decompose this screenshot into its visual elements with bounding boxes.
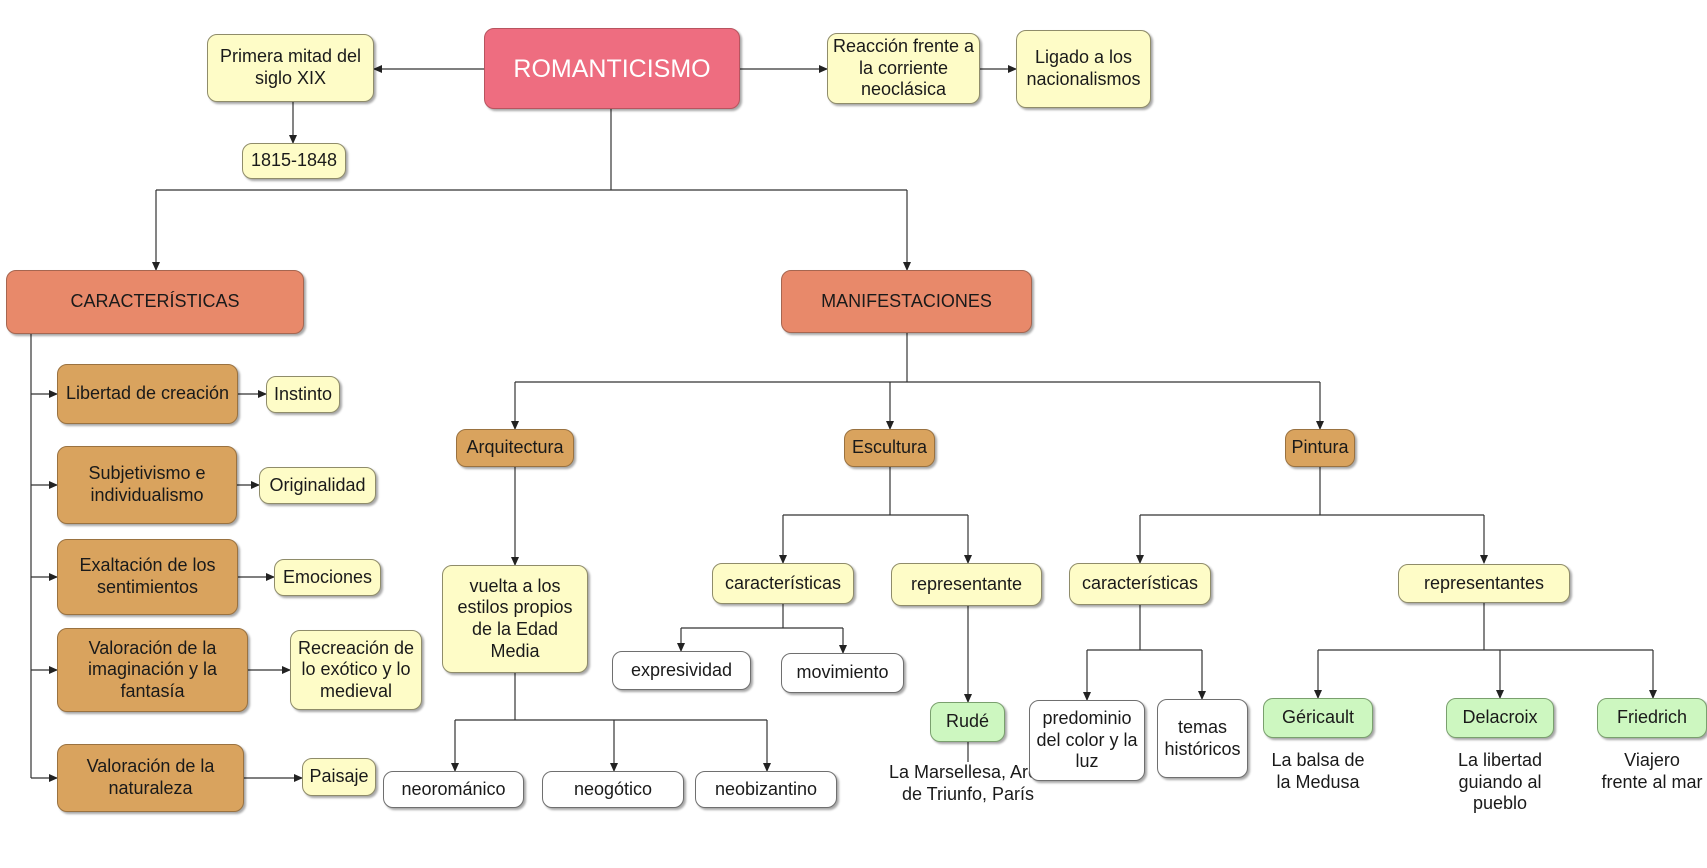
artist-node: Delacroix <box>1446 698 1554 738</box>
artwork-text: La Marsellesa, Arco de Triunfo, París <box>888 762 1048 804</box>
trait-node: Libertad de creación <box>57 364 238 424</box>
escultura-trait-node: expresividad <box>612 651 751 690</box>
reaction-node: Reacción frente a la corriente neoclásic… <box>827 33 980 104</box>
nationalism-node: Ligado a los nacionalismos <box>1016 30 1151 108</box>
artwork-text: La libertad guiando al pueblo <box>1457 750 1543 814</box>
trait-detail-node: Emociones <box>274 559 381 596</box>
escultura-trait-node: movimiento <box>781 653 904 693</box>
caracteristicas-heading: CARACTERÍSTICAS <box>6 270 304 334</box>
artwork-text: La balsa de la Medusa <box>1271 750 1365 792</box>
root-node: ROMANTICISMO <box>484 28 740 109</box>
period-node: Primera mitad del siglo XIX <box>207 34 374 102</box>
artist-node: Géricault <box>1263 698 1373 738</box>
dates-node: 1815-1848 <box>242 143 346 179</box>
pintura-node: Pintura <box>1285 429 1355 467</box>
escultura-caracteristicas-node: características <box>712 563 854 604</box>
trait-node: Subjetivismo e individualismo <box>57 446 237 524</box>
artwork-text: Viajero frente al mar <box>1601 750 1703 792</box>
trait-detail-node: Paisaje <box>302 758 376 796</box>
style-node: neogótico <box>542 771 684 808</box>
trait-detail-node: Recreación de lo exótico y lo medieval <box>290 630 422 710</box>
style-node: neobizantino <box>695 771 837 808</box>
trait-detail-node: Originalidad <box>259 467 376 504</box>
manifestaciones-heading: MANIFESTACIONES <box>781 270 1032 333</box>
arquitectura-desc-node: vuelta a los estilos propios de la Edad … <box>442 565 588 673</box>
trait-node: Valoración de la naturaleza <box>57 744 244 812</box>
style-node: neorománico <box>383 771 524 808</box>
pintura-trait-node: predominio del color y la luz <box>1029 700 1145 781</box>
escultura-representante-node: representante <box>891 563 1042 606</box>
escultura-node: Escultura <box>844 429 935 467</box>
pintura-caracteristicas-node: características <box>1069 563 1211 605</box>
artist-node: Friedrich <box>1597 698 1707 738</box>
trait-detail-node: Instinto <box>266 376 340 413</box>
arquitectura-node: Arquitectura <box>456 429 574 467</box>
pintura-trait-node: temas históricos <box>1157 699 1248 778</box>
pintura-representantes-node: representantes <box>1398 564 1570 603</box>
artist-node: Rudé <box>930 702 1005 742</box>
trait-node: Valoración de la imaginación y la fantas… <box>57 628 248 712</box>
trait-node: Exaltación de los sentimientos <box>57 539 238 615</box>
